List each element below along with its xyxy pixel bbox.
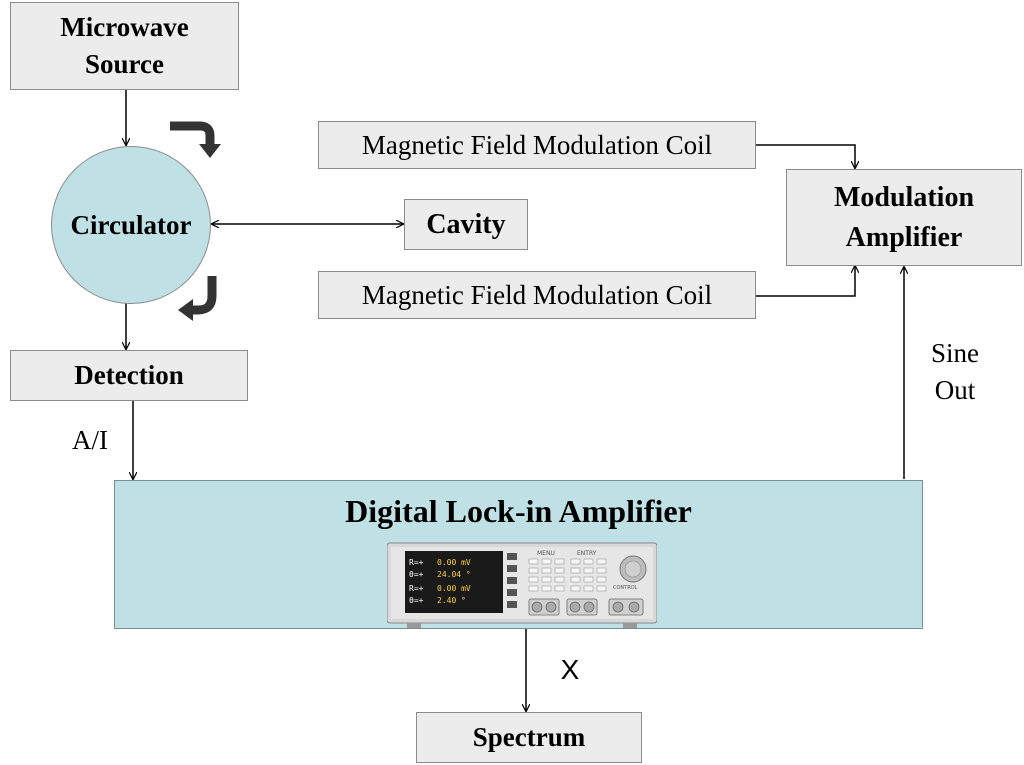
microwave-source-label-line1: Microwave (60, 12, 189, 42)
rotation-arrow-bottom-icon (178, 276, 217, 321)
lockin-device-image: R=+ 0.00 mV θ=+ 24.04 ° R=+ 0.00 mV θ=+ … (387, 542, 657, 628)
signal-label-sine-out-line1: Sine (930, 338, 979, 368)
detection-block: Detection (10, 350, 248, 401)
device-readout-r1-value: 0.00 mV (437, 558, 471, 567)
lockin-amplifier-block: Digital Lock-in Amplifier R=+ 0.00 mV θ=… (114, 480, 923, 629)
signal-label-sine-out-line2: Out (934, 375, 976, 405)
device-readout-t2-label: θ=+ (409, 596, 424, 605)
microwave-source-block: Microwave Source (10, 2, 239, 90)
modulation-amplifier-block: Modulation Amplifier (786, 169, 1022, 266)
arrow-coil-top-to-amplifier (756, 144, 855, 168)
coil-bottom-label: Magnetic Field Modulation Coil (361, 279, 713, 310)
spectrum-block: Spectrum (416, 712, 642, 763)
circulator-block: Circulator (51, 146, 211, 304)
coil-top-block: Magnetic Field Modulation Coil (318, 121, 756, 169)
microwave-source-label-line2: Source (85, 49, 164, 79)
device-menu-label: MENU (537, 550, 555, 557)
spectrum-label: Spectrum (472, 722, 586, 752)
circulator-label: Circulator (70, 209, 192, 240)
modulation-amplifier-label-line2: Amplifier (845, 221, 963, 253)
device-control-label: CONTROL (613, 585, 638, 591)
signal-label-ai: A/I (72, 425, 108, 455)
coil-top-label: Magnetic Field Modulation Coil (361, 129, 713, 160)
device-readout-r1-label: R=+ (409, 558, 424, 567)
device-readout-r2-label: R=+ (409, 584, 424, 593)
device-readout-t2-value: 2.40 ° (437, 596, 466, 605)
cavity-label: Cavity (426, 208, 506, 240)
coil-bottom-block: Magnetic Field Modulation Coil (318, 271, 756, 319)
arrow-coil-bottom-to-amplifier (756, 266, 855, 297)
lockin-amplifier-title: Digital Lock-in Amplifier (345, 493, 692, 529)
modulation-amplifier-label-line1: Modulation (833, 181, 975, 213)
detection-label: Detection (74, 360, 184, 390)
device-readout-t1-value: 24.04 ° (437, 570, 471, 579)
device-entry-label: ENTRY (577, 550, 597, 557)
signal-label-x: X (560, 654, 580, 685)
rotation-arrow-top-icon (170, 121, 221, 158)
cavity-block: Cavity (404, 199, 528, 250)
device-readout-r2-value: 0.00 mV (437, 584, 471, 593)
device-readout-t1-label: θ=+ (409, 570, 424, 579)
